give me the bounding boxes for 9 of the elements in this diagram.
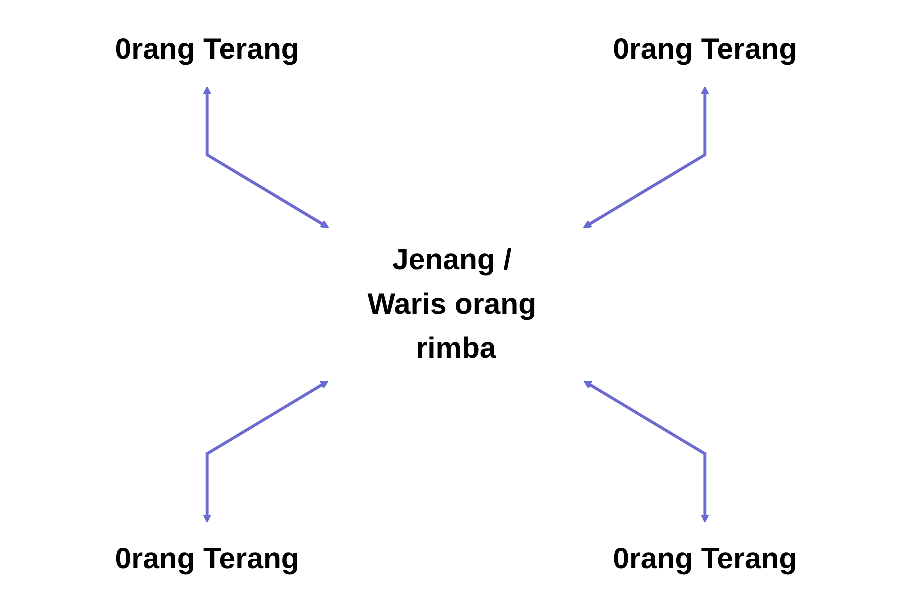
node-text: 0rang Terang: [115, 33, 300, 66]
arrow: [202, 380, 329, 523]
arrow: [583, 86, 710, 228]
node-text: 0rang Terang: [115, 543, 300, 576]
node-text: 0rang Terang: [612, 33, 797, 66]
node-text: Jenang / Waris orang rimba: [367, 244, 536, 365]
arrow: [202, 86, 329, 228]
node-text: 0rang Terang: [612, 543, 797, 576]
arrow: [583, 380, 710, 523]
